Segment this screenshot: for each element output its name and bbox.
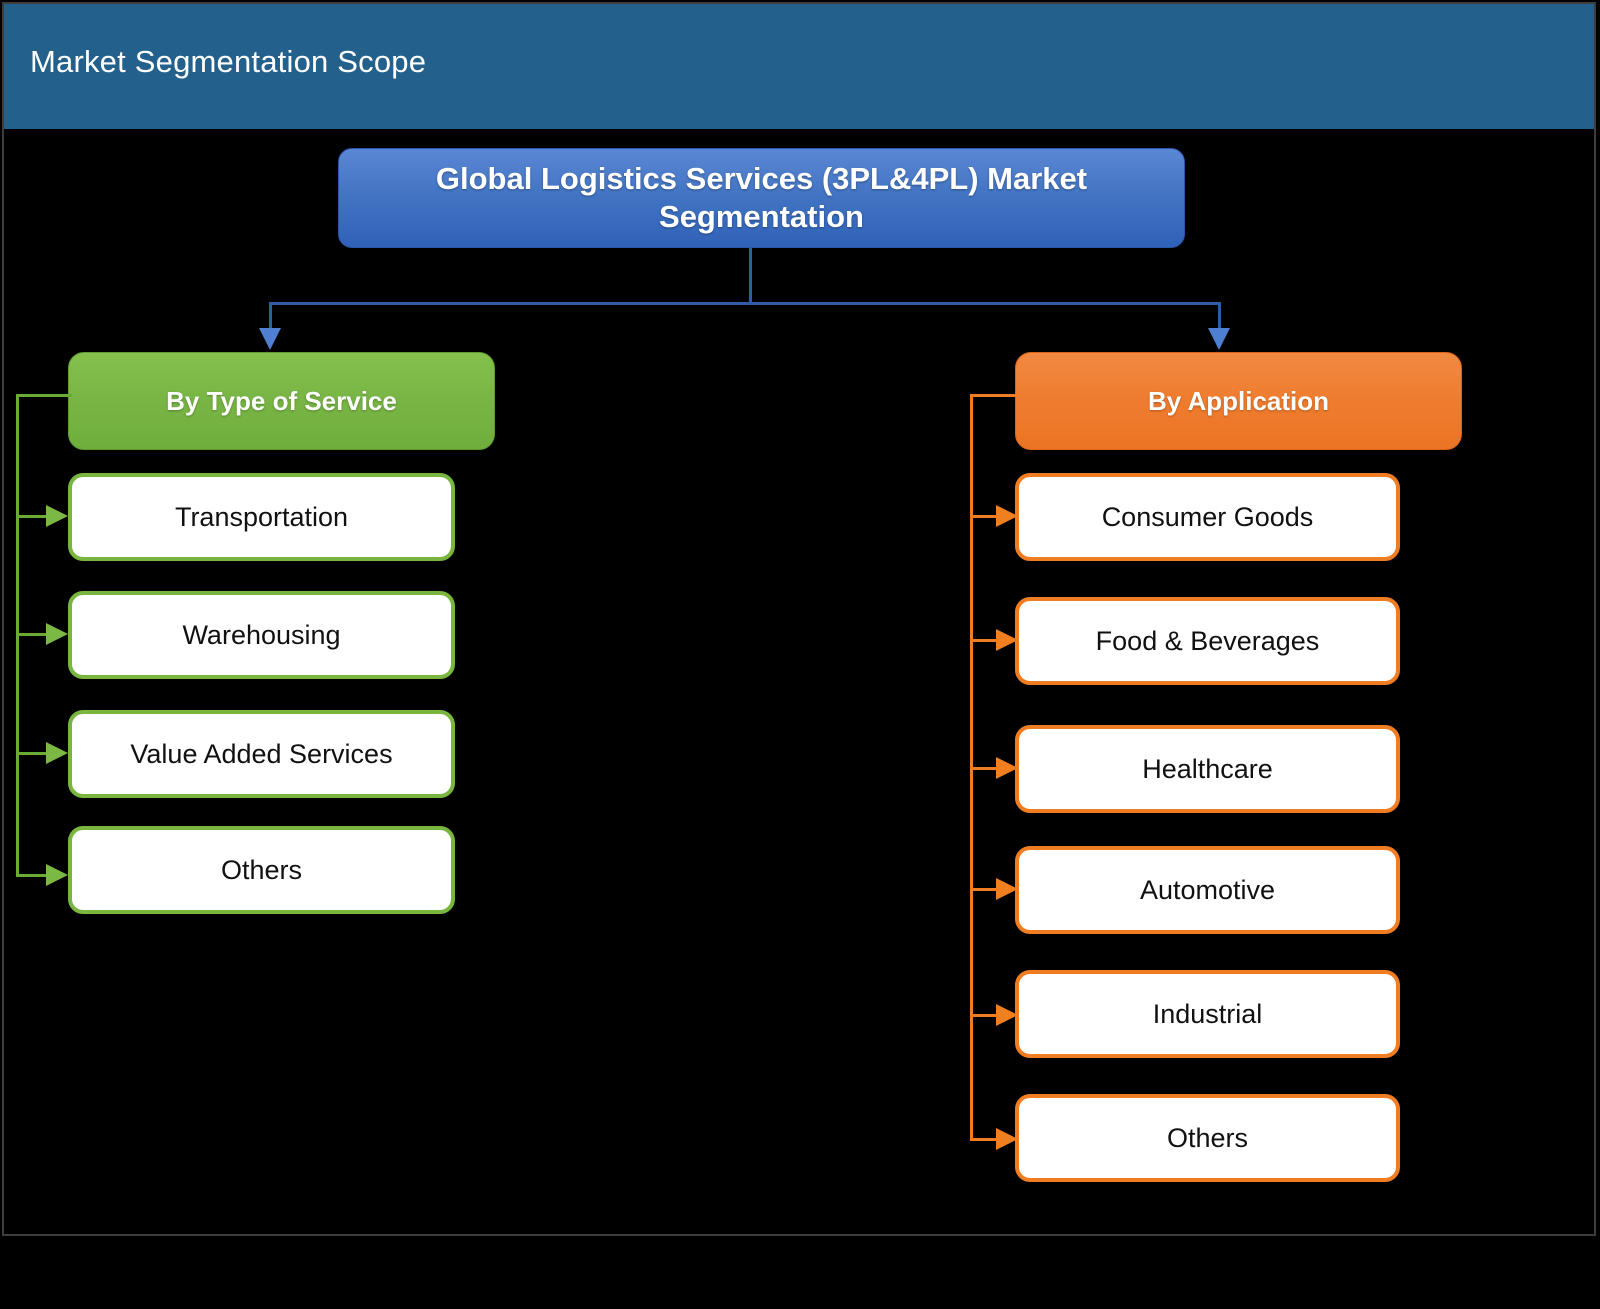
arrow-right-icon-orange-2 [996, 629, 1018, 651]
arrow-right-icon-orange-1 [996, 505, 1018, 527]
arrow-right-icon-orange-5 [996, 1004, 1018, 1026]
arrow-right-icon-green-1 [46, 505, 68, 527]
orange-connector-branch-5 [970, 1014, 1004, 1017]
arrow-right-icon-orange-3 [996, 757, 1018, 779]
arrow-down-icon-left [259, 328, 281, 350]
orange-connector-branch-6 [970, 1138, 1004, 1141]
green-connector-branch-2 [16, 633, 54, 636]
orange-connector-branch-1 [970, 515, 1004, 518]
green-connector-branch-1 [16, 515, 54, 518]
arrow-right-icon-green-3 [46, 742, 68, 764]
root-connector-bus [269, 302, 1221, 305]
leaf-node-industrial[interactable]: Industrial [1015, 970, 1400, 1058]
root-connector-drop-left [269, 302, 272, 330]
leaf-node-healthcare[interactable]: Healthcare [1015, 725, 1400, 813]
leaf-node-food-and-beverages[interactable]: Food & Beverages [1015, 597, 1400, 685]
arrow-right-icon-green-2 [46, 623, 68, 645]
leaf-node-others-application[interactable]: Others [1015, 1094, 1400, 1182]
green-connector-branch-3 [16, 752, 54, 755]
orange-connector-branch-2 [970, 639, 1004, 642]
leaf-node-value-added-services[interactable]: Value Added Services [68, 710, 455, 798]
arrow-down-icon-right [1208, 328, 1230, 350]
header-bar [3, 3, 1596, 129]
green-connector-stub [16, 394, 72, 397]
orange-connector-branch-4 [970, 888, 1004, 891]
leaf-node-warehousing[interactable]: Warehousing [68, 591, 455, 679]
category-node-by-application[interactable]: By Application [1015, 352, 1462, 450]
leaf-node-consumer-goods[interactable]: Consumer Goods [1015, 473, 1400, 561]
arrow-right-icon-orange-6 [996, 1128, 1018, 1150]
leaf-node-automotive[interactable]: Automotive [1015, 846, 1400, 934]
arrow-right-icon-orange-4 [996, 878, 1018, 900]
arrow-right-icon-green-4 [46, 864, 68, 886]
category-node-by-type-of-service[interactable]: By Type of Service [68, 352, 495, 450]
page-title: Market Segmentation Scope [30, 44, 427, 79]
leaf-node-others-service[interactable]: Others [68, 826, 455, 914]
orange-connector-stub [970, 394, 1018, 397]
green-connector-branch-4 [16, 874, 54, 877]
root-node-market-segmentation[interactable]: Global Logistics Services (3PL&4PL) Mark… [338, 148, 1185, 248]
orange-connector-branch-3 [970, 767, 1004, 770]
leaf-node-transportation[interactable]: Transportation [68, 473, 455, 561]
root-connector-drop-right [1218, 302, 1221, 330]
root-connector-stem [749, 247, 752, 304]
